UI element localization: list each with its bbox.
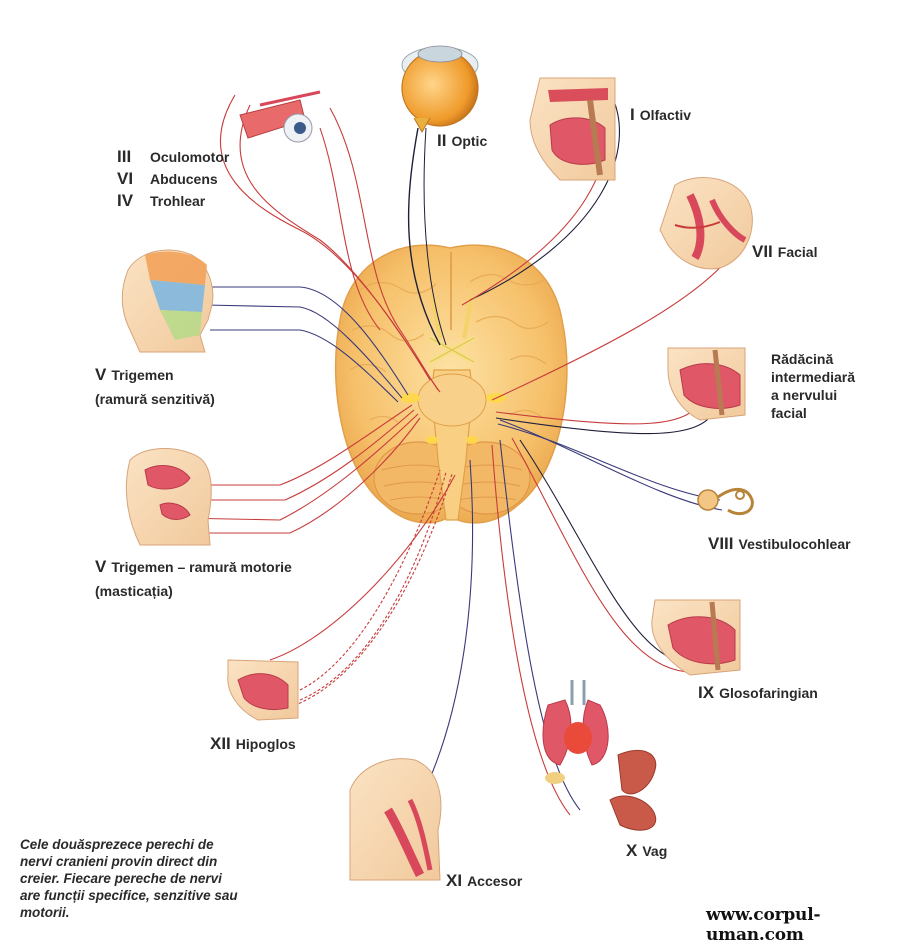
eyeball-illustration [401,45,479,134]
name: Vestibulocohlear [738,536,851,552]
label-intermediate-root: Rădăcină intermediară a nervului facial [771,350,855,422]
caption-line: creier. Fiecare pereche de nervi [20,871,222,886]
numeral: X [626,841,638,860]
caption-line: are funcții specifice, senzitive sau [20,888,238,903]
caption-line: nervi cranieni provin direct din [20,854,218,869]
line: Rădăcină [771,351,834,367]
label-eye-nerves: III Oculomotor VI Abducens IV Trohlear [117,148,229,214]
website-watermark: www.corpul-uman.com [706,905,821,945]
name: Trohlear [150,193,206,209]
name: Hipoglos [235,736,296,752]
inner-ear-illustration [697,488,754,516]
numeral: V [95,557,107,576]
name: Vag [642,843,668,859]
numeral: IV [117,191,134,210]
name: Olfactiv [639,107,692,123]
numeral: XI [446,871,463,890]
name: Trigemen [111,367,174,383]
numeral: II [437,131,447,150]
numeral: III [117,147,132,166]
facial-head-illustration [659,177,753,270]
name: Abducens [150,171,218,187]
line: a nervului [771,387,838,403]
numeral: VIII [708,534,734,553]
trigeminal-sensory-head-illustration [121,249,214,353]
glossopharyngeal-illustration [651,599,741,676]
hypoglossal-illustration [227,659,299,721]
numeral: XII [210,734,231,753]
trigeminal-motor-head-illustration [125,448,212,546]
name: Optic [451,133,488,149]
line: intermediară [771,369,856,385]
numeral: VII [752,242,773,261]
brain [334,244,568,524]
name: Accesor [467,873,523,889]
name: Glosofaringian [719,685,818,701]
numeral: I [630,105,635,124]
line: facial [771,405,807,421]
name: Trigemen – ramură motorie [111,559,292,575]
olfactory-head-illustration [529,77,616,181]
vagus-organs-illustration [542,680,657,831]
numeral: VI [117,169,134,188]
numeral: IX [698,683,715,702]
eye-muscles-illustration [239,90,321,143]
name: Oculomotor [150,149,230,165]
name: Facial [777,244,818,260]
intermediate-nerve-illustration [667,347,746,421]
subtitle: (ramură senzitivă) [95,390,215,407]
subtitle: (masticația) [95,582,173,599]
caption: Cele douăsprezece perechi de nervi crani… [20,836,292,921]
caption-line: Cele douăsprezece perechi de [20,837,214,852]
accessory-neck-illustration [349,758,442,881]
nerve-lines [175,91,736,816]
numeral: V [95,365,107,384]
caption-line: motorii. [20,905,70,920]
